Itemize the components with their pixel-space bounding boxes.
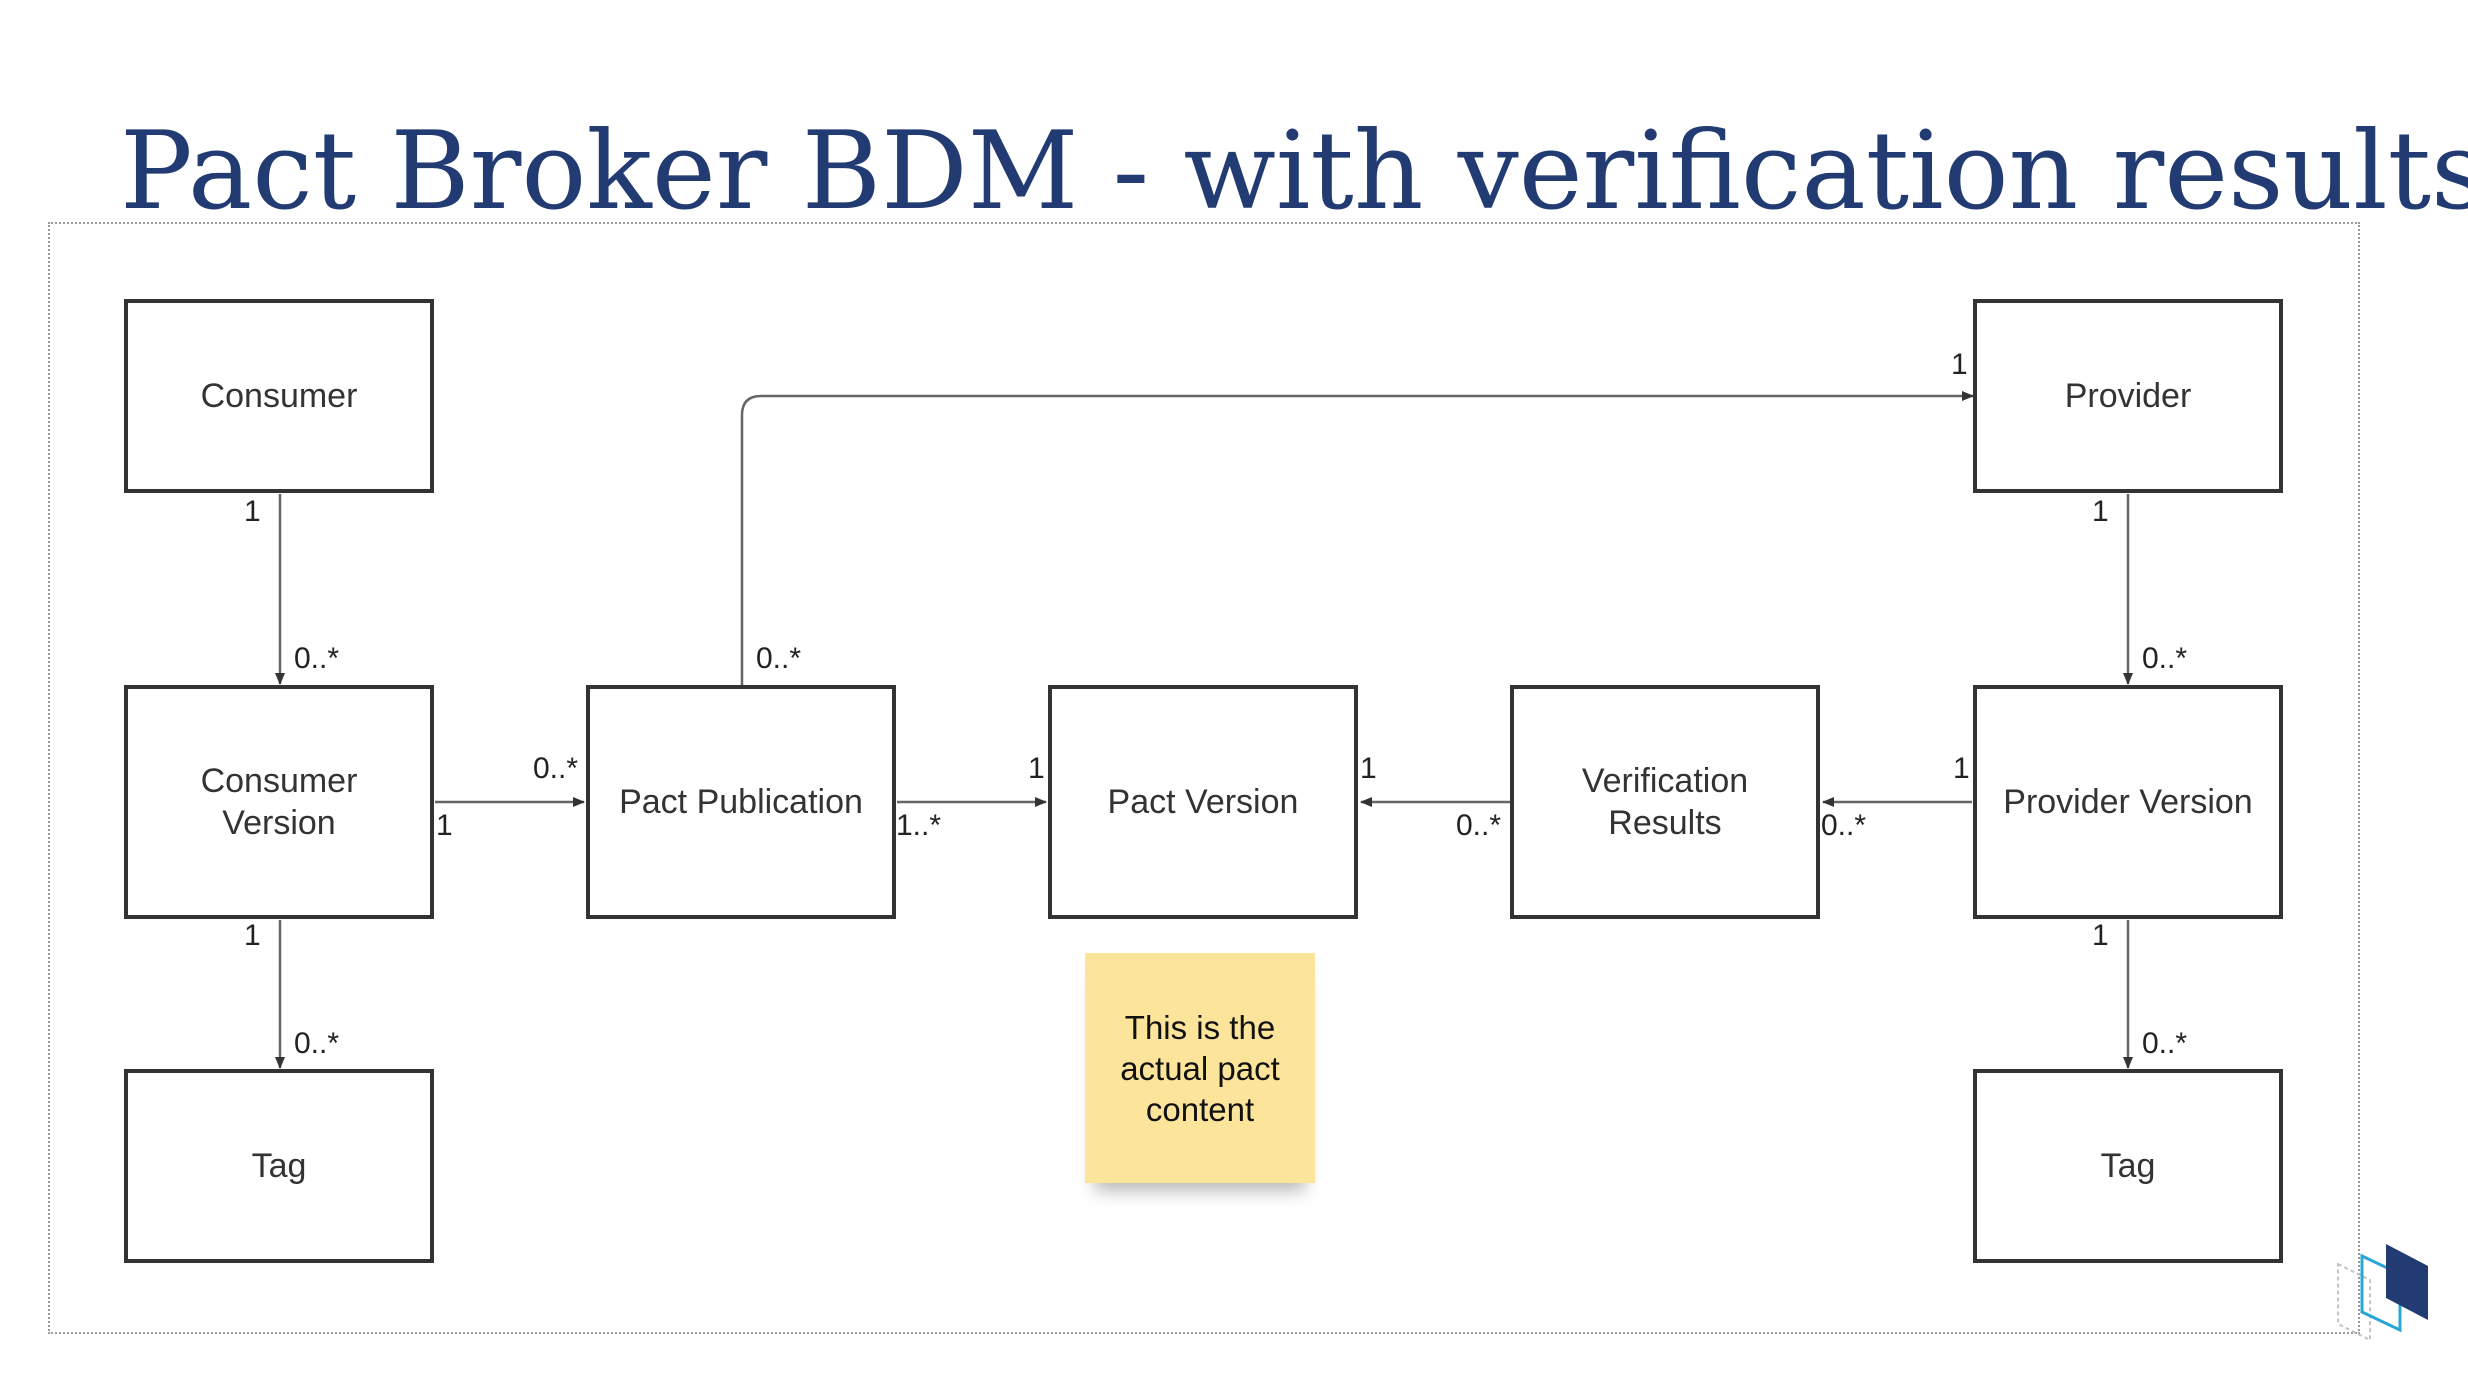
entity-label: Tag: [2100, 1147, 2156, 1185]
multiplicity-label: 0..*: [2142, 642, 2188, 675]
sticky-note: This is the actual pact content: [1085, 953, 1315, 1183]
company-logo: [2337, 1244, 2428, 1342]
multiplicity-label: 1: [1951, 348, 1968, 381]
entity-verification-results: Verification Results: [1510, 685, 1820, 919]
connector-pact-publication-to-provider: [740, 391, 1974, 686]
entity-label: Verification Results: [1581, 762, 1749, 842]
entity-label: Tag: [251, 1147, 307, 1185]
multiplicity-label: 1: [2092, 919, 2109, 952]
entity-provider: Provider: [1973, 299, 2283, 493]
slide-title: Pact Broker BDM - with verification resu…: [120, 109, 2468, 234]
multiplicity-label: 0..*: [756, 642, 802, 675]
entity-pact-version: Pact Version: [1048, 685, 1358, 919]
multiplicity-label: 0..*: [1456, 809, 1502, 842]
multiplicity-label: 1: [1360, 752, 1377, 785]
multiplicity-label: 0..*: [2142, 1027, 2188, 1060]
entity-label: Pact Publication: [619, 783, 863, 821]
multiplicity-label: 0..*: [533, 752, 579, 785]
multiplicity-label: 1: [244, 495, 261, 528]
diagram-frame: [48, 222, 2360, 1334]
multiplicity-label: 1..*: [896, 809, 942, 842]
entity-provider-tag: Tag: [1973, 1069, 2283, 1263]
multiplicity-label: 1: [436, 809, 453, 842]
multiplicity-label: 1: [244, 919, 261, 952]
entity-pact-publication: Pact Publication: [586, 685, 896, 919]
entity-consumer-tag: Tag: [124, 1069, 434, 1263]
multiplicity-label: 0..*: [1821, 809, 1867, 842]
multiplicity-label: 0..*: [294, 1027, 340, 1060]
entity-provider-version: Provider Version: [1973, 685, 2283, 919]
entity-consumer-version: Consumer Version: [124, 685, 434, 919]
multiplicity-label: 1: [1028, 752, 1045, 785]
entity-label: Pact Version: [1107, 783, 1299, 821]
multiplicity-label: 1: [1953, 752, 1970, 785]
multiplicity-label: 0..*: [294, 642, 340, 675]
multiplicity-label: 1: [2092, 495, 2109, 528]
entity-label: Provider Version: [2003, 783, 2253, 821]
entity-label: Consumer Version: [200, 762, 358, 842]
entity-label: Provider: [2064, 377, 2192, 415]
entity-consumer: Consumer: [124, 299, 434, 493]
sticky-note-text: This is the actual pact content: [1120, 1008, 1280, 1128]
entity-label: Consumer: [200, 377, 358, 415]
